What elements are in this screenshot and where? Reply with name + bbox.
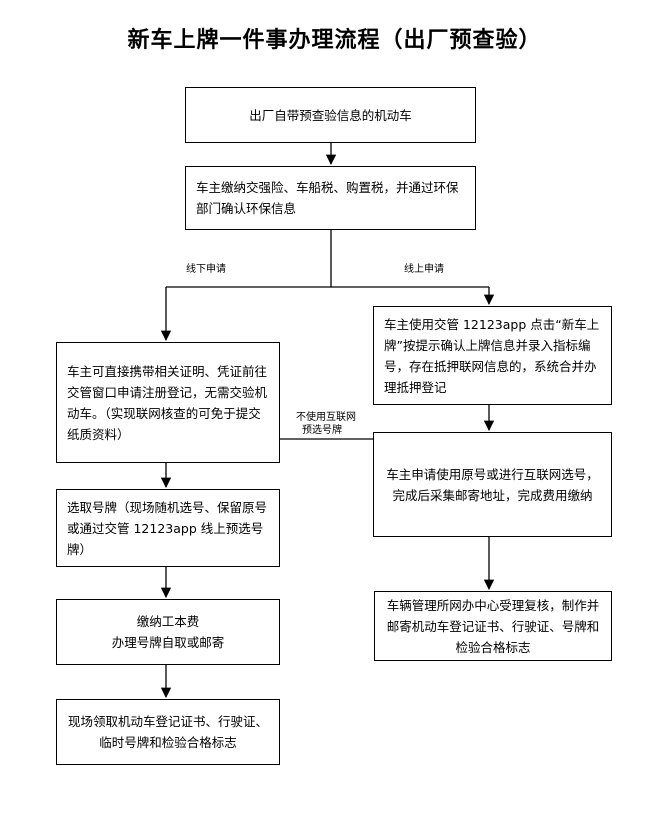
step-review-mail: 车辆管理所网办中心受理复核，制作并邮寄机动车登记证书、行驶证、号牌和检验合格标志 [374,591,612,661]
step-factory-vehicle: 出厂自带预查验信息的机动车 [185,87,476,143]
step-select-plate: 选取号牌（现场随机选号、保留原号或通过交管 12123app 线上预选号牌） [56,489,280,567]
step-pay-fee: 缴纳工本费 办理号牌自取或邮寄 [56,599,280,665]
page-title: 新车上牌一件事办理流程（出厂预查验） [127,28,542,53]
step-collect-documents: 现场领取机动车登记证书、行驶证、临时号牌和检验合格标志 [56,699,280,765]
label-no-internet-line2: 预选号牌 [302,425,342,436]
label-offline: 线下申请 [186,264,226,275]
step-offline-register: 车主可直接携带相关证明、凭证前往交管窗口申请注册登记，无需交验机动车。（实现联网… [56,342,280,463]
step-pay-fee-line1: 缴纳工本费 [136,614,200,629]
label-online: 线上申请 [404,264,444,275]
label-no-internet-line1: 不使用互联网 [296,412,356,423]
step-pay-fee-line2: 办理号牌自取或邮寄 [111,635,225,650]
step-online-12123app: 车主使用交管 12123app 点击“新车上牌”按提示确认上牌信息并录入指标编号… [373,306,612,405]
step-pay-insurance-taxes: 车主缴纳交强险、车船税、购置税，并通过环保部门确认环保信息 [185,166,476,230]
label-no-internet-preselect: 不使用互联网 预选号牌 [296,411,366,437]
step-choose-number-online: 车主申请使用原号或进行互联网选号，完成后采集邮寄地址，完成费用缴纳 [373,432,612,537]
